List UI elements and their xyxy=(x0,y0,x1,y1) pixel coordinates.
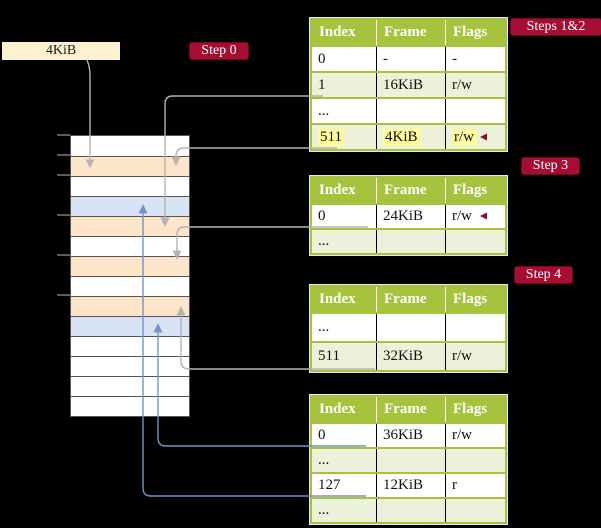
cell-flags: r/w xyxy=(445,72,506,98)
cell-flags: r/w xyxy=(445,342,506,371)
column-header-index: Index xyxy=(311,19,377,46)
cell-flags xyxy=(445,98,506,124)
cell-index: ... xyxy=(318,102,330,119)
column-header-flags: Flags xyxy=(445,19,506,46)
page-size-label-box: 4KiB xyxy=(2,42,120,60)
highlighted-value: r/w xyxy=(452,128,477,146)
cell-index: 0 xyxy=(318,427,326,443)
cell-flags xyxy=(445,448,506,473)
cell-index: ... xyxy=(318,233,330,249)
cell-flags: r/w xyxy=(445,124,506,150)
badge-step-0: Step 0 xyxy=(189,42,249,60)
cell-index: ... xyxy=(318,319,330,335)
cell-flags xyxy=(445,229,506,254)
memory-row-free xyxy=(71,276,189,296)
cell-index: 0 xyxy=(318,208,326,224)
badge-steps-1-2: Steps 1&2 xyxy=(510,18,601,36)
memory-row-free xyxy=(71,176,189,196)
badge-step-4-label: Step 4 xyxy=(525,267,562,282)
cell-frame xyxy=(376,98,446,124)
column-header-flags: Flags xyxy=(445,177,506,204)
column-header-frame: Frame xyxy=(376,177,446,204)
cell-index: ... xyxy=(318,502,330,518)
table-row: ... xyxy=(311,448,506,473)
cell-index: 0 xyxy=(318,50,326,67)
memory-row-free xyxy=(71,356,189,376)
cell-frame xyxy=(376,448,446,473)
badge-step-4: Step 4 xyxy=(514,266,573,284)
cell-frame xyxy=(376,498,446,523)
cell-frame xyxy=(376,229,446,254)
column-header-index: Index xyxy=(311,177,377,204)
column-header-frame: Frame xyxy=(376,19,446,46)
table-row: 0 -- xyxy=(311,46,506,72)
cell-flags: - xyxy=(445,46,506,72)
page-size-label: 4KiB xyxy=(45,43,77,58)
memory-row-page-table xyxy=(71,296,189,316)
badge-step-3: Step 3 xyxy=(521,157,580,175)
badge-step-3-label: Step 3 xyxy=(532,158,569,173)
badge-step-0-label: Step 0 xyxy=(201,43,237,58)
cell-frame: 24KiB xyxy=(376,204,446,229)
memory-row-page-table xyxy=(71,216,189,236)
cell-frame: - xyxy=(376,46,446,72)
memory-row-free xyxy=(71,136,189,156)
table-row: 511 4KiB r/w xyxy=(311,124,506,150)
column-header-index: Index xyxy=(311,286,377,313)
column-header-frame: Frame xyxy=(376,396,446,423)
cell-frame xyxy=(376,313,446,342)
memory-row-page-table xyxy=(71,156,189,176)
cell-flags: r/w xyxy=(445,423,506,448)
cell-index: 511 xyxy=(311,124,377,150)
cell-frame: 16KiB xyxy=(376,72,446,98)
cell-frame: 36KiB xyxy=(376,423,446,448)
highlighted-value: 511 xyxy=(318,128,345,146)
table-row: ... xyxy=(311,229,506,254)
memory-row-free xyxy=(71,236,189,256)
cell-flags xyxy=(445,498,506,523)
cell-frame: 4KiB xyxy=(376,124,446,150)
table-row: ... xyxy=(311,313,506,342)
physical-memory-stack xyxy=(70,135,190,417)
column-header-flags: Flags xyxy=(445,396,506,423)
highlighted-value: 4KiB xyxy=(383,128,421,146)
cell-index: 1 xyxy=(318,76,326,93)
memory-row-page-table xyxy=(71,256,189,276)
cell-frame: 12KiB xyxy=(376,473,446,498)
table-row: ... xyxy=(311,98,506,124)
cell-flags: r/w xyxy=(445,204,506,229)
badge-steps-1-2-label: Steps 1&2 xyxy=(526,19,586,34)
cell-index: 127 xyxy=(318,477,341,493)
memory-row-data xyxy=(71,196,189,216)
memory-row-free xyxy=(71,396,189,416)
memory-row-free xyxy=(71,336,189,356)
cell-index: 511 xyxy=(318,348,340,364)
memory-row-free xyxy=(71,376,189,396)
cell-index: ... xyxy=(318,452,330,468)
cell-flags: r xyxy=(445,473,506,498)
table-row: ... xyxy=(311,498,506,523)
column-header-flags: Flags xyxy=(445,286,506,313)
column-header-index: Index xyxy=(311,396,377,423)
cell-frame: 32KiB xyxy=(376,342,446,371)
memory-row-data xyxy=(71,316,189,336)
column-header-frame: Frame xyxy=(376,286,446,313)
cell-flags xyxy=(445,313,506,342)
